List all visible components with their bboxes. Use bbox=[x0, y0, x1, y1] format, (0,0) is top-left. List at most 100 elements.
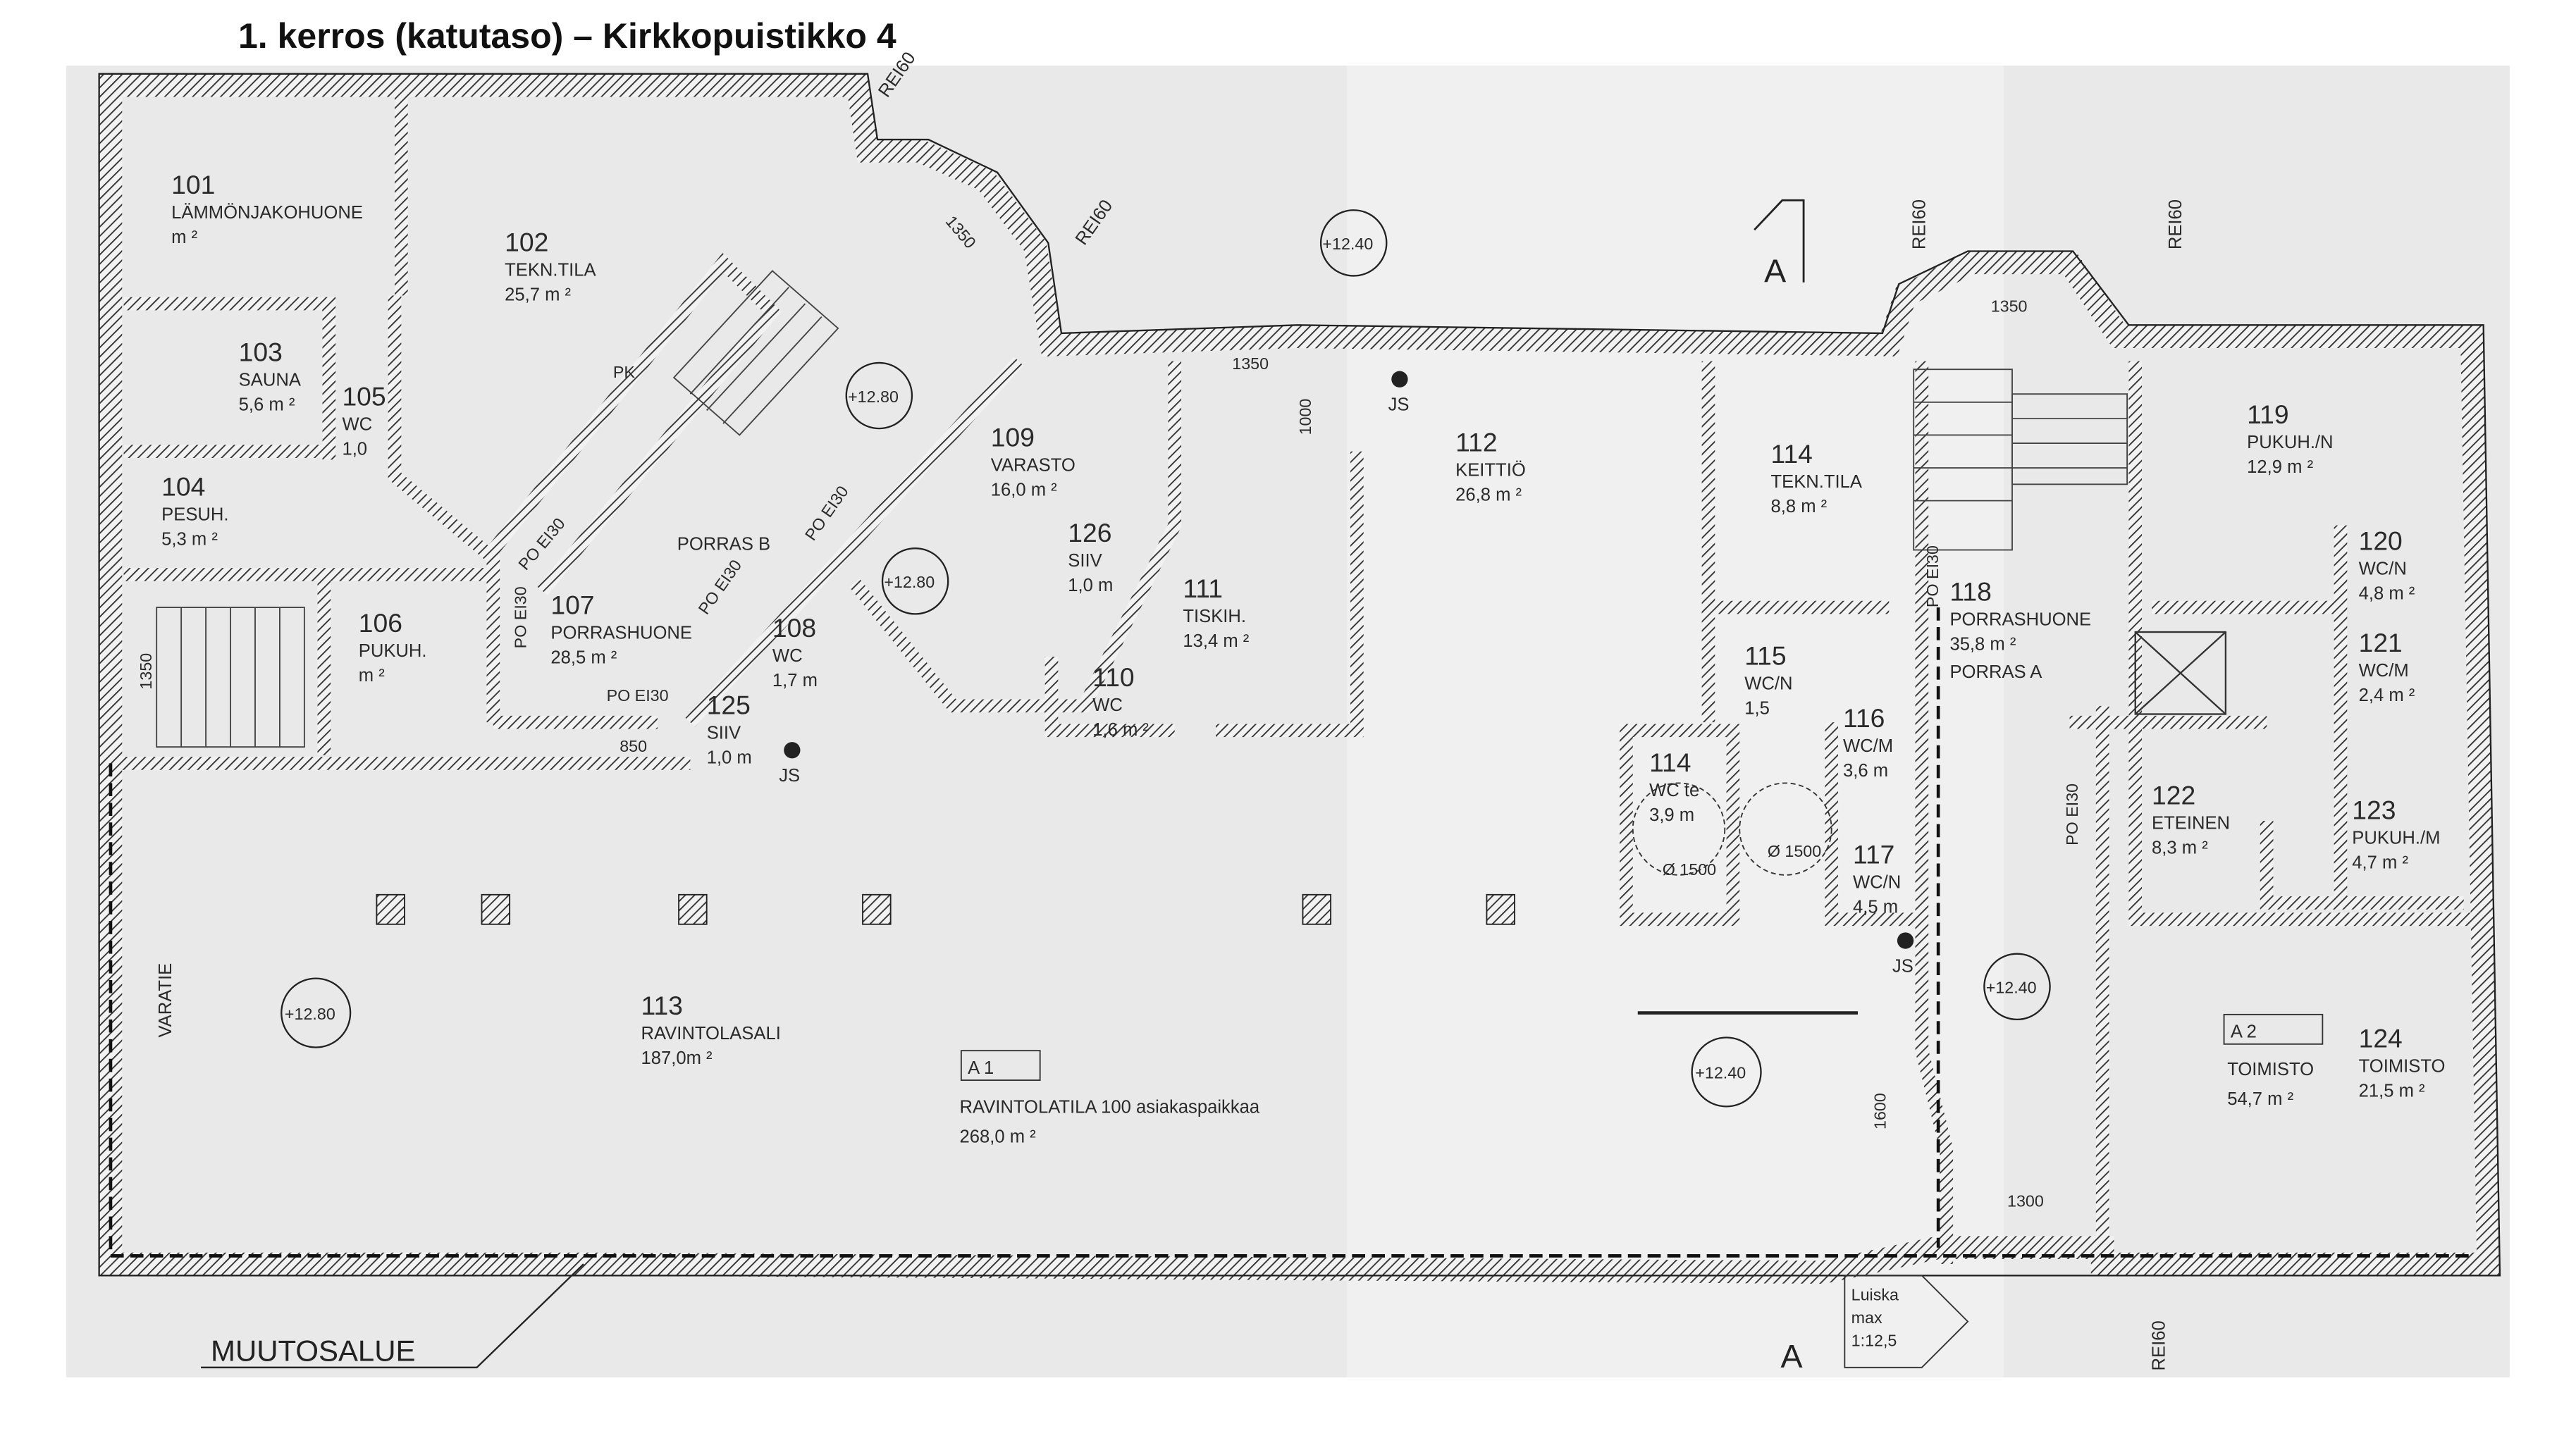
dimension-3: 1350 bbox=[1232, 354, 1269, 373]
room-114: 114 WC te 3,9 m bbox=[1649, 748, 1699, 825]
dimension-7: 1300 bbox=[2007, 1191, 2044, 1210]
room-area: 5,3 m ² bbox=[161, 530, 218, 550]
section-arrow-top bbox=[1754, 199, 1805, 283]
varatie-label: VARATIE bbox=[156, 963, 175, 1038]
interior-walls bbox=[115, 85, 2489, 1265]
room-area: 1,0 m bbox=[707, 748, 752, 767]
dimension-10: Ø 1500 bbox=[1768, 842, 1821, 860]
room-name: ETEINEN bbox=[2152, 814, 2230, 834]
zone-a2-name: TOIMISTO bbox=[2227, 1060, 2314, 1079]
room-area: 3,9 m bbox=[1649, 805, 1694, 825]
po-ei30-label-2: PO EI30 bbox=[511, 586, 529, 648]
room-number: 109 bbox=[991, 423, 1035, 452]
luiska-max: max bbox=[1851, 1308, 1882, 1327]
room-number: 120 bbox=[2359, 526, 2403, 556]
rei60-label-3: REI60 bbox=[1910, 199, 1930, 249]
room-number: 116 bbox=[1843, 703, 1885, 733]
room-name: PORRASHUONE bbox=[550, 623, 692, 643]
room-area: 26,8 m ² bbox=[1455, 485, 1522, 505]
room-number: 102 bbox=[505, 227, 548, 256]
porras-a-label: PORRAS A bbox=[1949, 662, 2042, 682]
ramp-sign: Luiska max 1:12,5 bbox=[1844, 1275, 1969, 1368]
zone-a1-area: 268,0 m ² bbox=[960, 1127, 1037, 1147]
room-name: TOIMISTO bbox=[2359, 1056, 2446, 1076]
room-number: 113 bbox=[641, 991, 683, 1020]
level-label-6: +12.40 bbox=[1695, 1064, 1746, 1082]
room-number: 103 bbox=[239, 337, 283, 367]
section-a-top: A bbox=[1764, 253, 1786, 290]
js-markers: JS JS JS bbox=[779, 371, 1914, 976]
room-area: 8,8 m ² bbox=[1770, 497, 1827, 516]
room-name: SIIV bbox=[707, 723, 741, 743]
room-number: 121 bbox=[2359, 628, 2403, 657]
room-name: RAVINTOLASALI bbox=[641, 1024, 781, 1043]
room-area: 3,6 m bbox=[1843, 761, 1888, 781]
level-label-1: +12.80 bbox=[848, 388, 899, 406]
zone-a1-name: RAVINTOLATILA 100 asiakaspaikkaa bbox=[960, 1098, 1260, 1117]
room-name: PORRASHUONE bbox=[1949, 610, 2091, 630]
dimension-5: 850 bbox=[620, 737, 647, 755]
room-area: 1,7 m bbox=[772, 671, 818, 690]
room-name: WC bbox=[772, 646, 803, 666]
room-number: 124 bbox=[2359, 1023, 2403, 1053]
room-name: VARASTO bbox=[991, 456, 1076, 476]
plan-title: 1. kerros (katutaso) – Kirkkopuistikko 4 bbox=[238, 16, 896, 56]
room-name: WC/N bbox=[1744, 674, 1792, 694]
dimension-2: 1350 bbox=[137, 653, 155, 690]
room-number: 112 bbox=[1455, 428, 1497, 457]
room-area: 1,6 m ² bbox=[1092, 720, 1149, 740]
room-number: 110 bbox=[1092, 662, 1134, 692]
muutosalue-leader bbox=[201, 1263, 584, 1368]
room-area: 28,5 m ² bbox=[550, 648, 617, 667]
room-area: 16,0 m ² bbox=[991, 481, 1057, 500]
level-label-3: +12.80 bbox=[285, 1005, 335, 1023]
room-area: 187,0m ² bbox=[641, 1048, 713, 1068]
zone-a2: A 2 TOIMISTO 54,7 m ² bbox=[2223, 1013, 2324, 1109]
room-area: 4,7 m ² bbox=[2352, 853, 2408, 873]
room-name: SAUNA bbox=[239, 371, 302, 390]
room-area: 1,0 bbox=[342, 439, 367, 459]
room-name: WC bbox=[342, 414, 372, 434]
room-name: WC bbox=[1092, 695, 1123, 715]
room-number: 114 bbox=[1649, 748, 1691, 777]
room-number: 119 bbox=[2247, 400, 2288, 429]
pk-label: PK bbox=[613, 363, 636, 381]
js-label-1: JS bbox=[1388, 395, 1410, 414]
room-name: TISKIH. bbox=[1183, 607, 1246, 626]
room-number: 104 bbox=[161, 472, 205, 502]
luiska-label: Luiska bbox=[1851, 1285, 1899, 1303]
room-number: 105 bbox=[342, 381, 386, 411]
room-name: WC te bbox=[1649, 781, 1699, 800]
js-label-3: JS bbox=[1892, 956, 1913, 976]
room-number: 107 bbox=[550, 590, 594, 619]
room-name: WC/M bbox=[1843, 736, 1893, 756]
elevator-shaft bbox=[2134, 631, 2227, 715]
level-label-5: +12.40 bbox=[1986, 979, 2037, 997]
level-label-2: +12.80 bbox=[884, 573, 935, 591]
zone-a1: A 1 RAVINTOLATILA 100 asiakaspaikkaa 268… bbox=[960, 1050, 1260, 1147]
po-ei30-label-6: PO EI30 bbox=[1923, 545, 1942, 607]
room-number: 125 bbox=[707, 690, 751, 720]
zone-a2-code: A 2 bbox=[2231, 1022, 2257, 1042]
outer-wall-outline bbox=[98, 73, 2501, 1277]
level-markers bbox=[281, 209, 2051, 1108]
room-name: TEKN.TILA bbox=[505, 260, 596, 280]
outer-wall bbox=[99, 73, 2501, 1284]
